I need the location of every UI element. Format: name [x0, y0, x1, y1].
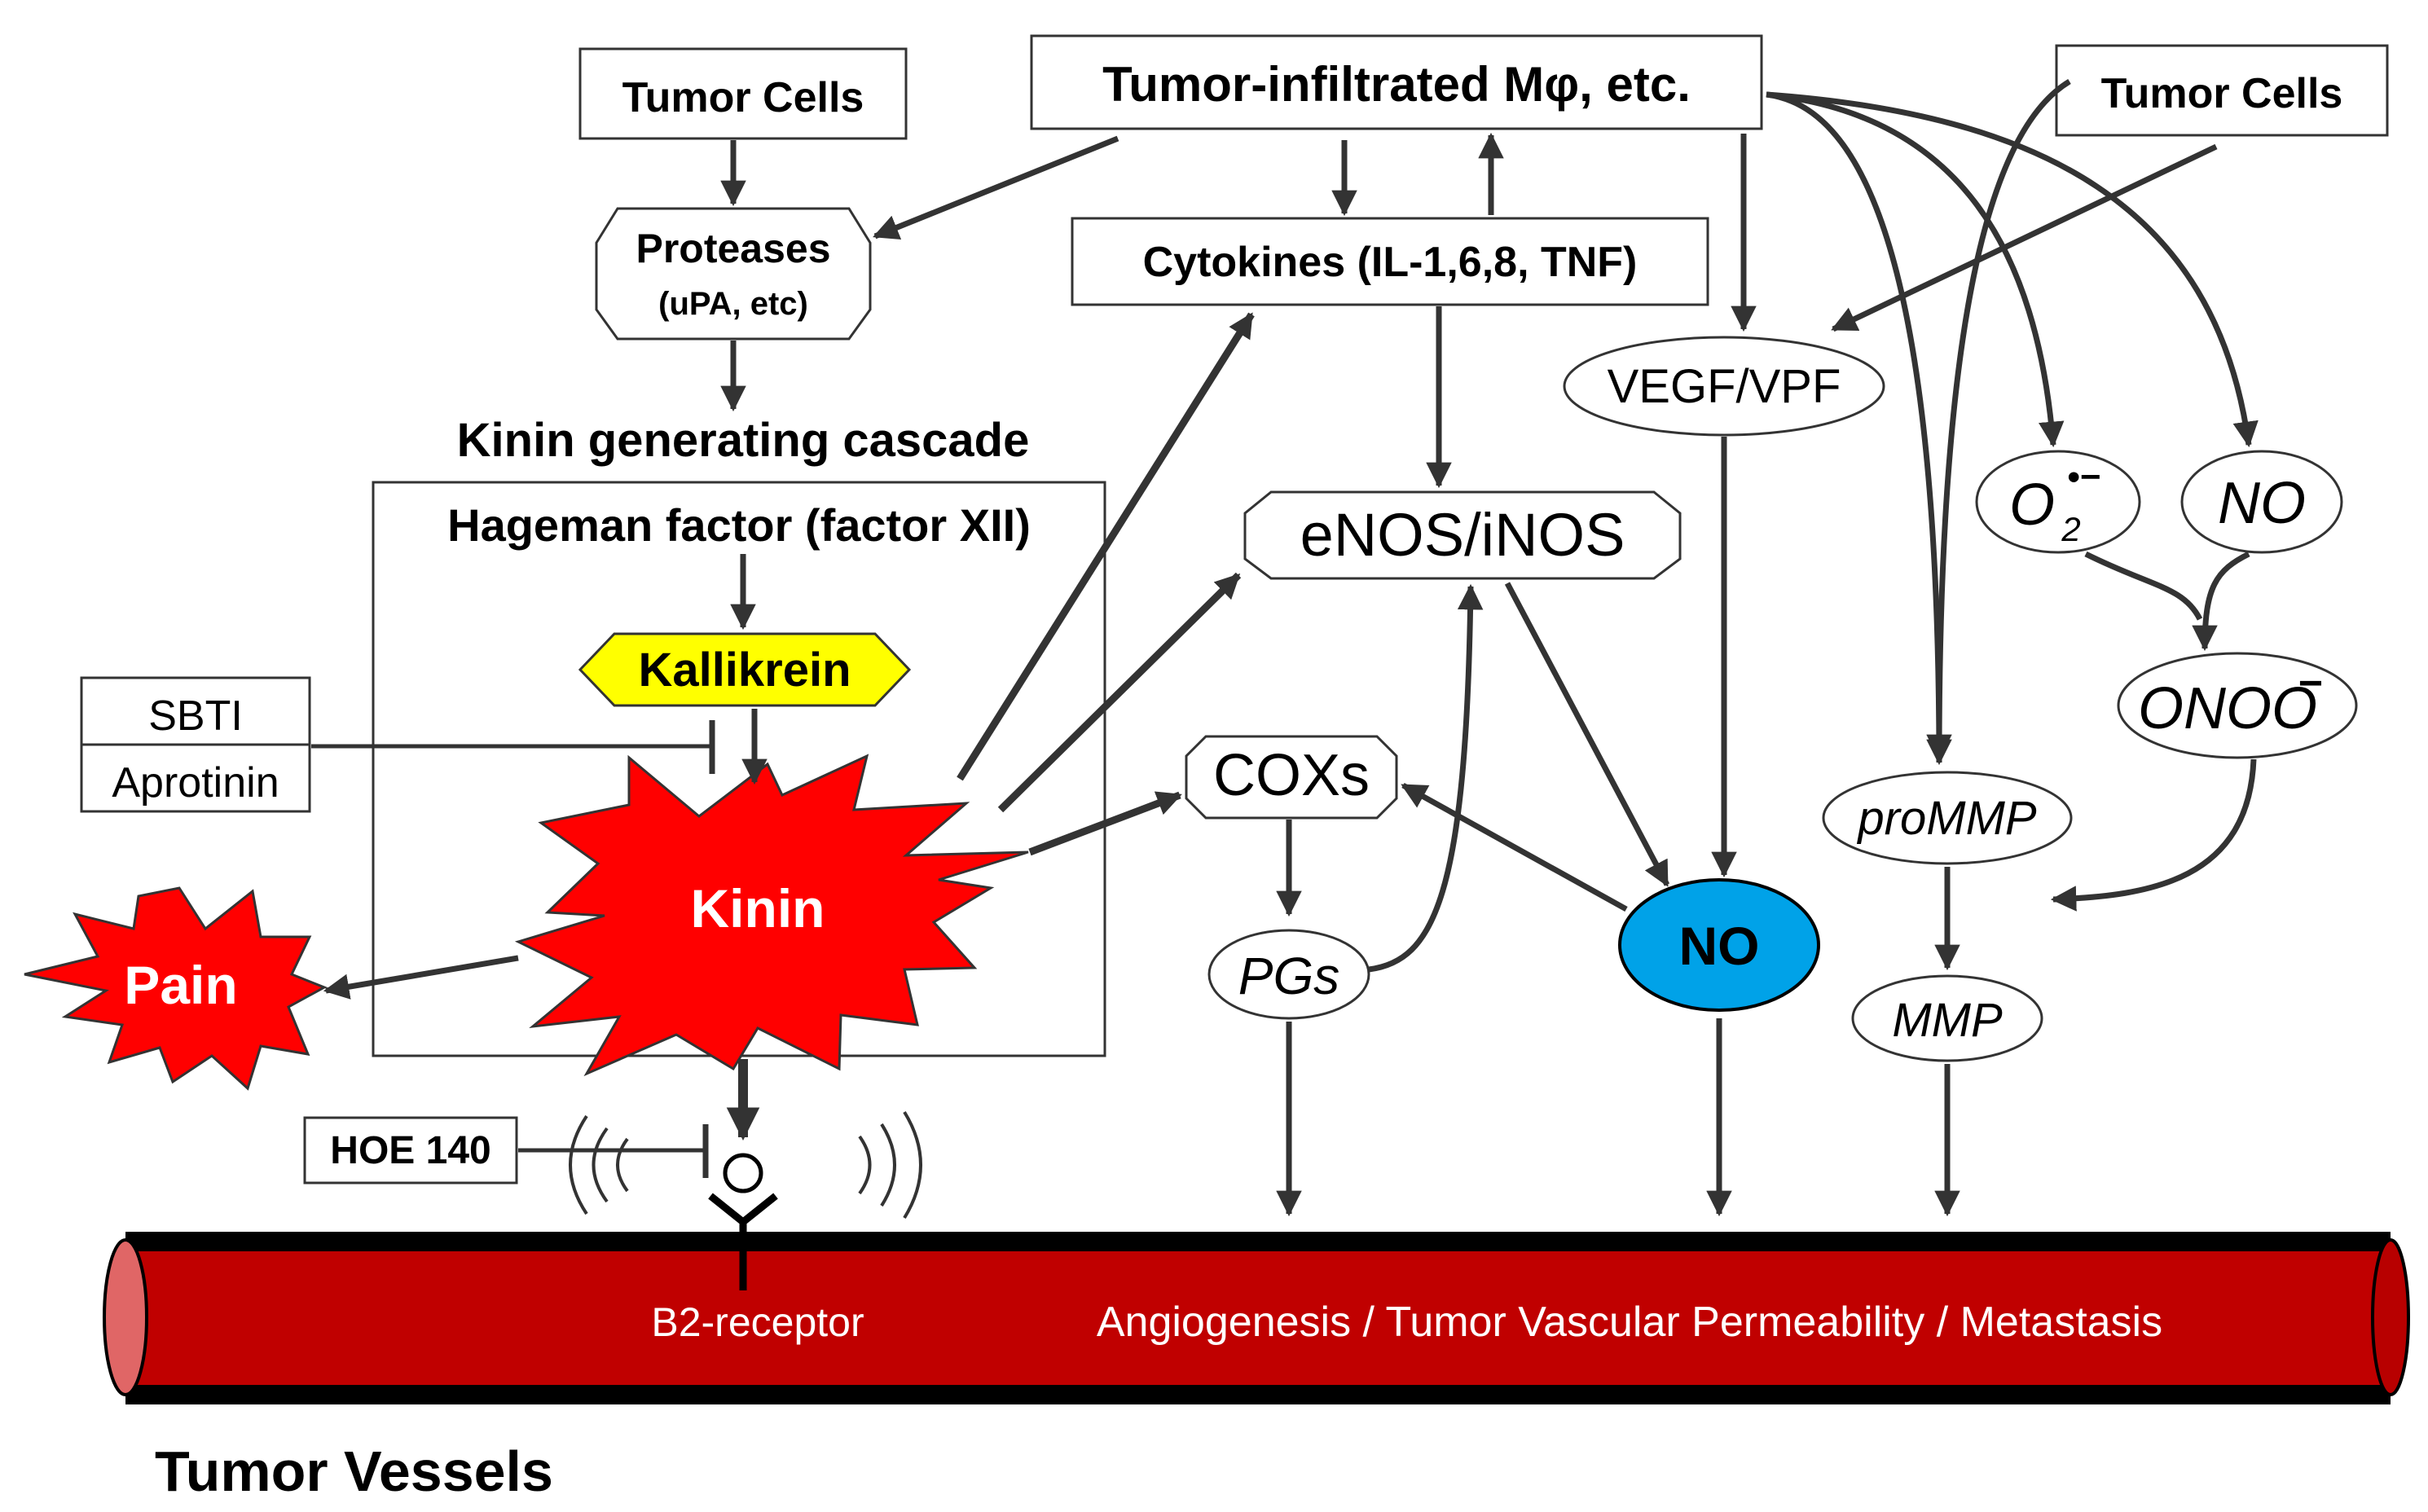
tumor-cells-right-node: Tumor Cells [2055, 44, 2389, 137]
tumor-vessels-caption: Tumor Vessels [155, 1439, 553, 1503]
cytokines-node: Cytokines (IL-1,6,8, TNF) [1071, 217, 1709, 306]
superoxide-subscript: 2 [2061, 510, 2080, 548]
superoxide-node: O 2 •− [1975, 450, 2141, 554]
b2-receptor-label: B2-receptor [651, 1299, 864, 1345]
no-radical-node: NO [2180, 450, 2343, 554]
peroxynitrite-superscript: − [2298, 660, 2323, 707]
mmp-label: MMP [1892, 994, 2003, 1047]
pain-burst-node: Pain [24, 886, 328, 1091]
peroxynitrite-node: ONOO − [2117, 652, 2358, 759]
enos-inos-label: eNOS/iNOS [1300, 501, 1625, 569]
vegf-vpf-label: VEGF/VPF [1608, 360, 1841, 413]
macrophage-node: Tumor-infiltrated Mφ, etc. [1030, 34, 1763, 130]
no-radical-label: NO [2218, 471, 2306, 536]
superoxide-superscript: •− [2067, 457, 2100, 497]
tumor-cells-left-node: Tumor Cells [578, 47, 908, 140]
proteases-label: Proteases [636, 226, 830, 271]
hoe140-node: HOE 140 [303, 1116, 518, 1185]
aprotinin-label: Aprotinin [112, 759, 279, 807]
pgs-node: PGs [1207, 929, 1370, 1020]
hoe140-label: HOE 140 [330, 1129, 490, 1172]
proteases-node: Proteases (uPA, etc) [595, 207, 872, 341]
macrophage-label: Tumor-infiltrated Mφ, etc. [1102, 57, 1691, 112]
kallikrein-node: Kallikrein [578, 632, 912, 707]
pain-label: Pain [124, 955, 237, 1015]
signal-waves [569, 1110, 922, 1220]
sbti-aprotinin-node: SBTI Aprotinin [80, 676, 311, 813]
kinin-label: Kinin [691, 878, 825, 938]
tumor-vessel [103, 1232, 2410, 1404]
coxs-node: COXs [1185, 735, 1398, 820]
prommp-label: proMMP [1856, 792, 2036, 845]
enos-inos-node: eNOS/iNOS [1243, 490, 1682, 580]
kallikrein-label: Kallikrein [638, 644, 851, 697]
b2-receptor-icon [708, 1153, 778, 1290]
tumor-cells-right-label: Tumor Cells [2101, 70, 2343, 117]
coxs-label: COXs [1213, 743, 1370, 808]
mmp-node: MMP [1851, 974, 2043, 1062]
vegf-vpf-node: VEGF/VPF [1563, 336, 1885, 437]
kinin-burst-node: Kinin [514, 754, 1029, 1077]
vessel-outcome-label: Angiogenesis / Tumor Vascular Permeabili… [1097, 1299, 2162, 1346]
pgs-label: PGs [1238, 947, 1339, 1005]
peroxynitrite-label: ONOO [2138, 676, 2317, 741]
sbti-label: SBTI [148, 692, 243, 740]
tumor-cells-left-label: Tumor Cells [622, 74, 864, 121]
connectors [323, 79, 2259, 1217]
hageman-factor-label: Hageman factor (factor XII) [447, 499, 1031, 551]
superoxide-label: O [2009, 472, 2055, 538]
kinin-cascade-label: Kinin generating cascade [457, 414, 1030, 467]
proteases-sub-label: (uPA, etc) [658, 286, 808, 322]
prommp-node: proMMP [1822, 771, 2073, 865]
cytokines-label: Cytokines (IL-1,6,8, TNF) [1143, 239, 1638, 286]
no-center-label: NO [1679, 916, 1760, 976]
inhibitor-lines [311, 720, 715, 1178]
no-center-node: NO [1618, 878, 1820, 1012]
